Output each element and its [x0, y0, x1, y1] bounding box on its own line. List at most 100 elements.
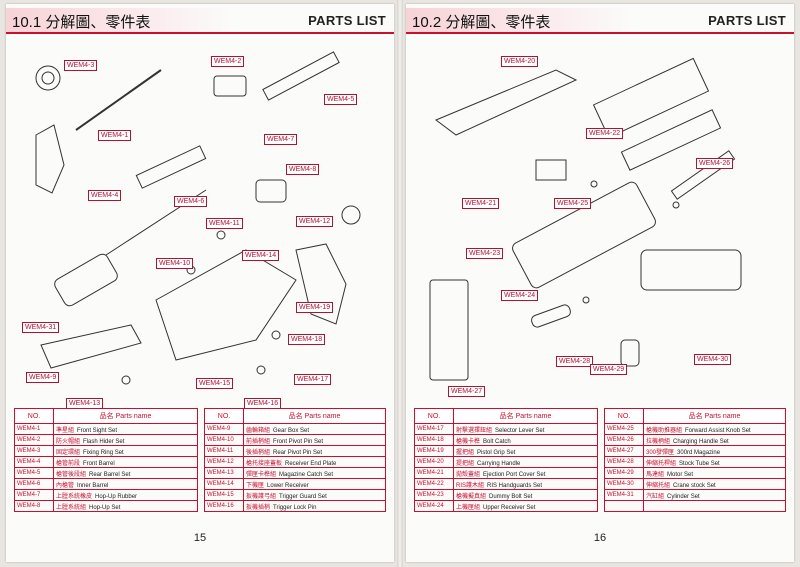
- gearbox-drawing: [40, 324, 142, 369]
- callout-wem4-5: WEM4-5: [324, 94, 358, 105]
- parts-list-label: PARTS LIST: [308, 13, 386, 28]
- col-no: NO.: [604, 408, 644, 424]
- cylinder-drawing: [54, 253, 118, 307]
- header-rule: [406, 32, 794, 34]
- charging-handle-drawing: [670, 150, 736, 200]
- book-spine: [397, 0, 403, 567]
- page-16: 10.2 分解圖、零件表 PARTS LIST WEM4-20 WEM4-22 …: [406, 4, 794, 562]
- col-no: NO.: [204, 408, 244, 424]
- callout-wem4-7: WEM4-7: [264, 134, 298, 145]
- table-row: [604, 500, 786, 512]
- fixing-ring-drawing: [35, 65, 61, 91]
- col-name: 品名 Parts name: [53, 408, 198, 424]
- rear-barrel-drawing: [262, 51, 340, 101]
- page-number: 16: [593, 532, 607, 544]
- ejection-cover-drawing: [535, 159, 567, 181]
- flash-hider-drawing: [213, 75, 247, 97]
- callout-wem4-29: WEM4-29: [590, 364, 628, 375]
- motor-drawing: [620, 339, 640, 367]
- callout-wem4-14: WEM4-14: [242, 250, 280, 261]
- callout-wem4-28: WEM4-28: [556, 356, 594, 367]
- callout-wem4-10: WEM4-10: [156, 258, 194, 269]
- callout-wem4-9: WEM4-9: [26, 372, 60, 383]
- magazine-drawing: [429, 279, 469, 381]
- callout-wem4-8: WEM4-8: [286, 164, 320, 175]
- page-number: 15: [193, 532, 207, 544]
- callout-wem4-26: WEM4-26: [696, 158, 734, 169]
- hop-up-drawing: [255, 179, 287, 203]
- col-name: 品名 Parts name: [243, 408, 386, 424]
- ris-handguard-drawing: [592, 57, 710, 139]
- stock-tube-drawing: [531, 304, 571, 328]
- page-header: 10.2 分解圖、零件表 PARTS LIST: [406, 8, 794, 34]
- callout-wem4-22: WEM4-22: [586, 128, 624, 139]
- col-name: 品名 Parts name: [453, 408, 598, 424]
- end-plate-drawing: [341, 205, 361, 225]
- header-band: [6, 8, 231, 32]
- callout-wem4-6: WEM4-6: [174, 196, 208, 207]
- callout-wem4-21: WEM4-21: [462, 198, 500, 209]
- callout-wem4-23: WEM4-23: [466, 248, 504, 259]
- crane-stock-drawing: [640, 249, 742, 291]
- callout-wem4-11: WEM4-11: [206, 218, 243, 229]
- callout-wem4-20: WEM4-20: [501, 56, 539, 67]
- callout-wem4-12: WEM4-12: [296, 216, 334, 227]
- callout-wem4-3: WEM4-3: [64, 60, 98, 71]
- front-barrel-drawing: [135, 145, 207, 189]
- exploded-diagram: WEM4-20 WEM4-22 WEM4-26 WEM4-21 WEM4-25 …: [406, 40, 794, 406]
- col-name: 品名 Parts name: [643, 408, 786, 424]
- callout-wem4-19: WEM4-19: [296, 302, 334, 313]
- col-no: NO.: [14, 408, 54, 424]
- callout-wem4-18: WEM4-18: [288, 334, 326, 345]
- exploded-drawing: [429, 57, 742, 381]
- section-title: 10.1 分解圖、零件表: [12, 14, 151, 31]
- header-rule: [6, 32, 394, 34]
- callout-wem4-1: WEM4-1: [98, 130, 132, 141]
- front-sight-drawing: [35, 124, 65, 194]
- callout-wem4-30: WEM4-30: [694, 354, 732, 365]
- callout-wem4-4: WEM4-4: [88, 190, 122, 201]
- parts-list-label: PARTS LIST: [708, 13, 786, 28]
- lower-receiver-drawing: [155, 249, 297, 361]
- callout-wem4-15: WEM4-15: [196, 378, 234, 389]
- callout-wem4-27: WEM4-27: [448, 386, 486, 397]
- callout-wem4-17: WEM4-17: [294, 374, 332, 385]
- exploded-diagram: WEM4-3 WEM4-2 WEM4-5 WEM4-1 WEM4-7 WEM4-…: [6, 40, 394, 409]
- carrying-handle-drawing: [435, 69, 578, 136]
